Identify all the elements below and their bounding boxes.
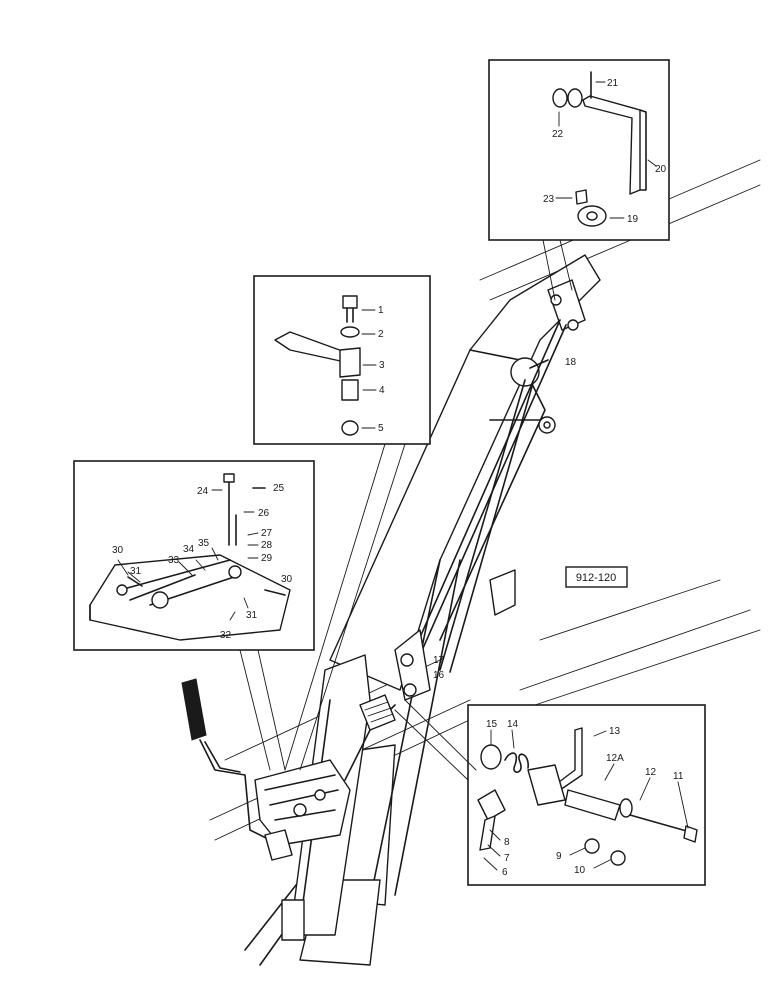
callout-labels: 1 2 3 4 5 6 7 8 9 10 11 12 12A 13 14 15 … (112, 78, 684, 878)
callout-16: 16 (433, 670, 445, 681)
callout-27: 27 (261, 528, 273, 539)
callout-31-left: 31 (130, 566, 142, 577)
callout-24: 24 (197, 486, 209, 497)
pivot-spring (359, 694, 396, 731)
reference-code-box: 912-120 (565, 566, 628, 588)
callout-31-right: 31 (246, 610, 258, 621)
bolt-part-1 (342, 295, 358, 309)
callout-28: 28 (261, 540, 273, 551)
callout-15: 15 (486, 719, 498, 730)
callout-22: 22 (552, 129, 564, 140)
callout-33: 33 (168, 555, 180, 566)
callout-32: 32 (220, 630, 232, 641)
lever-knob (181, 678, 207, 741)
callout-5: 5 (378, 423, 384, 434)
callout-18: 18 (565, 357, 577, 368)
callout-17: 17 (433, 655, 445, 666)
callout-12: 12 (645, 767, 657, 778)
callout-19: 19 (627, 214, 639, 225)
control-rod (394, 319, 567, 701)
callout-25: 25 (273, 483, 285, 494)
callout-2: 2 (378, 329, 384, 340)
callout-7: 7 (504, 853, 510, 864)
callout-35: 35 (198, 538, 210, 549)
detail-box-spring (394, 699, 706, 886)
callout-12a: 12A (606, 753, 624, 764)
callout-20: 20 (655, 164, 667, 175)
callout-34: 34 (183, 544, 195, 555)
callout-29: 29 (261, 553, 273, 564)
callout-8: 8 (504, 837, 510, 848)
callout-1: 1 (378, 305, 384, 316)
detail-box-lever-pivot (253, 275, 431, 771)
callout-11: 11 (673, 771, 684, 782)
callout-14: 14 (507, 719, 519, 730)
callout-30-right: 30 (281, 574, 293, 585)
callout-6: 6 (502, 867, 508, 878)
callout-30-left: 30 (112, 545, 124, 556)
callout-9: 9 (556, 851, 562, 862)
callout-10: 10 (574, 865, 586, 876)
detail-box-linkage (73, 460, 315, 771)
callout-26: 26 (258, 508, 270, 519)
callout-21: 21 (607, 78, 619, 89)
callout-23: 23 (543, 194, 555, 205)
detail-box-handle (488, 59, 670, 301)
callout-4: 4 (379, 385, 385, 396)
handle-part-20 (582, 95, 641, 195)
reference-code: 912-120 (576, 572, 616, 584)
callout-13: 13 (609, 726, 621, 737)
control-valve-assembly (181, 678, 396, 861)
machine-body (209, 159, 761, 966)
callout-3: 3 (379, 360, 385, 371)
